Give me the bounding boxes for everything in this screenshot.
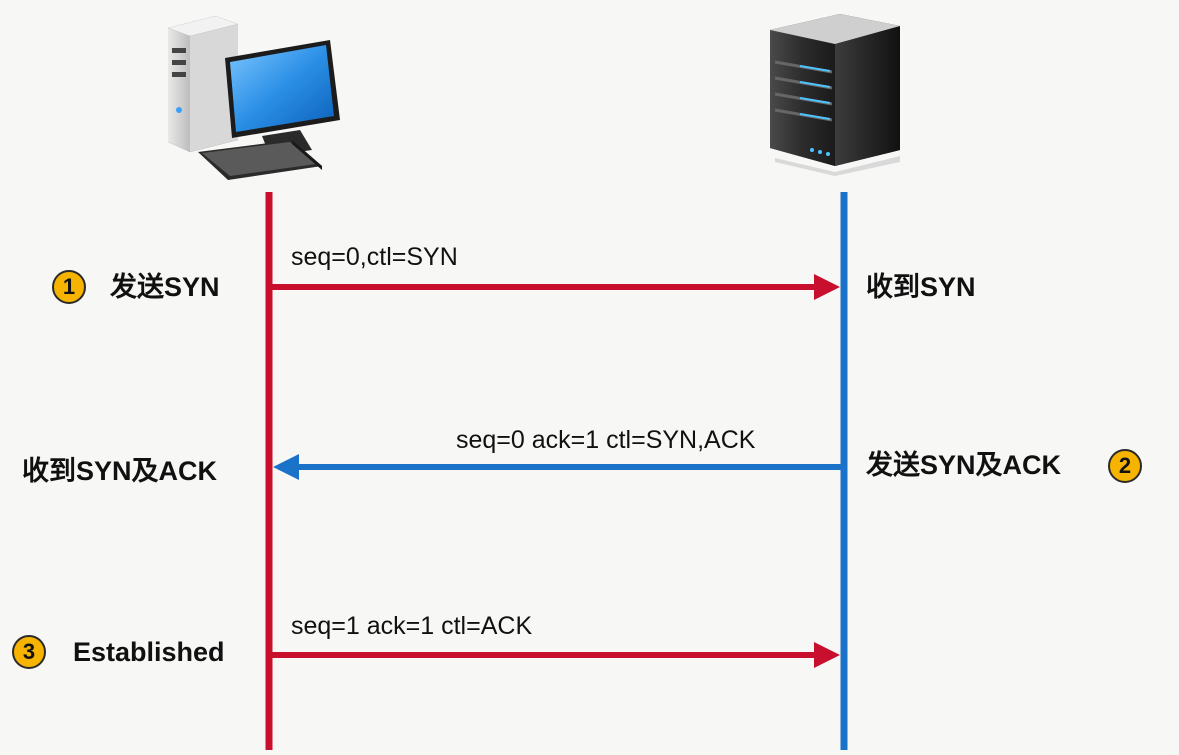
syn-ack-arrow (273, 454, 841, 480)
step-3-badge: 3 (12, 635, 46, 669)
client-receive-syn-ack-label: 收到SYN及ACK (22, 456, 218, 486)
syn-message-label: seq=0,ctl=SYN (291, 243, 458, 271)
syn-arrow (272, 274, 840, 300)
syn-ack-message-label: seq=0 ack=1 ctl=SYN,ACK (456, 426, 756, 454)
server-receive-syn-label: 收到SYN (866, 272, 976, 302)
client-established-label: Established (73, 637, 225, 667)
step-1-badge: 1 (52, 270, 86, 304)
ack-message-label: seq=1 ack=1 ctl=ACK (291, 612, 533, 640)
server-tower-icon (770, 14, 900, 176)
desktop-computer-icon (168, 16, 340, 180)
server-send-syn-ack-label: 发送SYN及ACK (866, 450, 1062, 480)
ack-arrow (272, 642, 840, 668)
step-2-badge: 2 (1108, 449, 1142, 483)
client-send-syn-label: 发送SYN (110, 272, 220, 302)
